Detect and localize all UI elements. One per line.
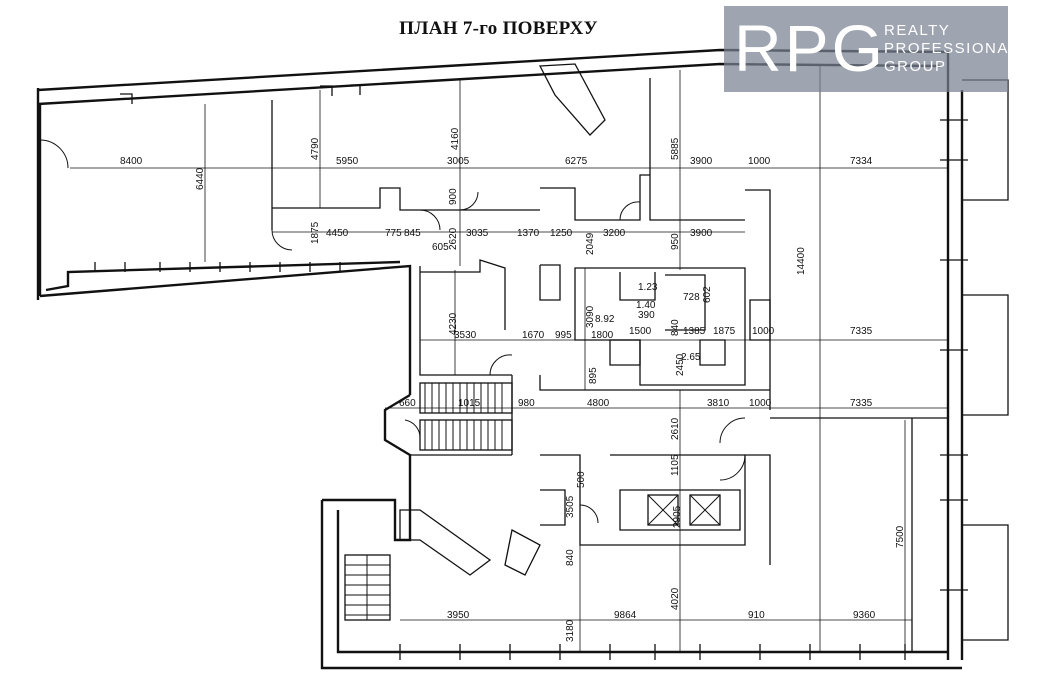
- outer-walls: [36, 48, 964, 670]
- dim-label: 845: [404, 228, 421, 239]
- dimension-lines: [70, 66, 948, 652]
- dim-label: 4160: [450, 127, 461, 150]
- dim-label: 2905: [672, 505, 683, 528]
- dim-label: 6440: [195, 167, 206, 190]
- dim-label: 3530: [454, 330, 477, 341]
- elevators: [647, 494, 721, 526]
- dim-label: 3950: [447, 610, 470, 621]
- dim-label: 605: [432, 242, 449, 253]
- plan-title: ПЛАН 7-го ПОВЕРХУ: [399, 18, 598, 39]
- dim-label: 5950: [336, 156, 359, 167]
- dim-label: 995: [555, 330, 572, 341]
- door-swings: [39, 139, 746, 524]
- dimension-labels: 8400 6440 4790 5950 4160 3005 6275 5885 …: [120, 127, 906, 642]
- dim-label: 7500: [895, 525, 906, 548]
- dim-label: 4790: [310, 137, 321, 160]
- window-sills: [94, 63, 906, 660]
- dim-label: 14400: [796, 247, 807, 275]
- dim-label: 3035: [466, 228, 489, 239]
- dim-label: 1800: [591, 330, 614, 341]
- logo-mark: RPG: [734, 11, 887, 85]
- dim-label: 8400: [120, 156, 143, 167]
- dim-label: 2620: [448, 227, 459, 250]
- dim-label: 3180: [565, 619, 576, 642]
- dim-label: 4230: [448, 312, 459, 335]
- dim-label: 980: [518, 398, 535, 409]
- dim-label: 1000: [748, 156, 771, 167]
- dim-label: 660: [399, 398, 416, 409]
- rpg-logo: RPG REALTY PROFESSIONAL GROUP: [724, 6, 1017, 92]
- dim-label: 2610: [670, 417, 681, 440]
- dim-label: 1000: [752, 326, 775, 337]
- dim-label: 950: [670, 233, 681, 250]
- dim-label: 602: [702, 286, 713, 303]
- dim-label: 7335: [850, 326, 873, 337]
- dim-label: 900: [448, 188, 459, 205]
- dim-label: 3810: [707, 398, 730, 409]
- dim-label: 895: [588, 367, 599, 384]
- dim-label: 3200: [603, 228, 626, 239]
- dim-label: 9864: [614, 610, 637, 621]
- window-bays: [940, 79, 1009, 641]
- dim-label: 910: [748, 610, 765, 621]
- dim-label: 2450: [675, 353, 686, 376]
- logo-subtitle: REALTY PROFESSIONAL GROUP: [884, 22, 1019, 76]
- interior-walls: [271, 78, 948, 652]
- dim-label: 1.23: [638, 282, 658, 293]
- dim-label: 3900: [690, 228, 713, 239]
- dim-label: 3005: [447, 156, 470, 167]
- dim-label: 2049: [585, 232, 596, 255]
- dim-label: 500: [576, 471, 587, 488]
- dim-label: 1105: [670, 454, 681, 476]
- dim-label: 775: [385, 228, 402, 239]
- dim-label: 1000: [749, 398, 772, 409]
- dim-label: 1875: [713, 326, 736, 337]
- dim-label: 840: [670, 319, 681, 336]
- dim-label: 7334: [850, 156, 873, 167]
- dim-label: 3900: [690, 156, 713, 167]
- dim-label: 7335: [850, 398, 873, 409]
- dim-label: 1370: [517, 228, 540, 239]
- dim-label: 390: [638, 310, 655, 321]
- dim-label: 1500: [629, 326, 652, 337]
- dim-label: 6275: [565, 156, 588, 167]
- dim-label: 1385: [683, 326, 706, 337]
- dim-label: 4800: [587, 398, 610, 409]
- logo-line-2: PROFESSIONAL: [884, 40, 1019, 57]
- dim-label: 1250: [550, 228, 573, 239]
- dim-label: 1875: [310, 221, 321, 244]
- dim-label: 4020: [670, 587, 681, 610]
- dim-label: 9360: [853, 610, 876, 621]
- dim-label: 2.65: [681, 352, 701, 363]
- dim-label: 4450: [326, 228, 349, 239]
- dim-label: 728: [683, 292, 700, 303]
- dim-label: 1.40: [636, 300, 656, 311]
- dim-label: 3090: [585, 305, 596, 328]
- dim-label: 1670: [522, 330, 545, 341]
- stairs: [344, 382, 513, 621]
- dim-label: 1015: [458, 398, 481, 409]
- logo-line-3: GROUP: [884, 58, 947, 75]
- dim-label: 8.92: [595, 314, 615, 325]
- dim-label: 840: [565, 549, 576, 566]
- logo-line-1: REALTY: [884, 22, 951, 39]
- dim-label: 5885: [670, 137, 681, 160]
- dim-label: 3505: [565, 495, 576, 518]
